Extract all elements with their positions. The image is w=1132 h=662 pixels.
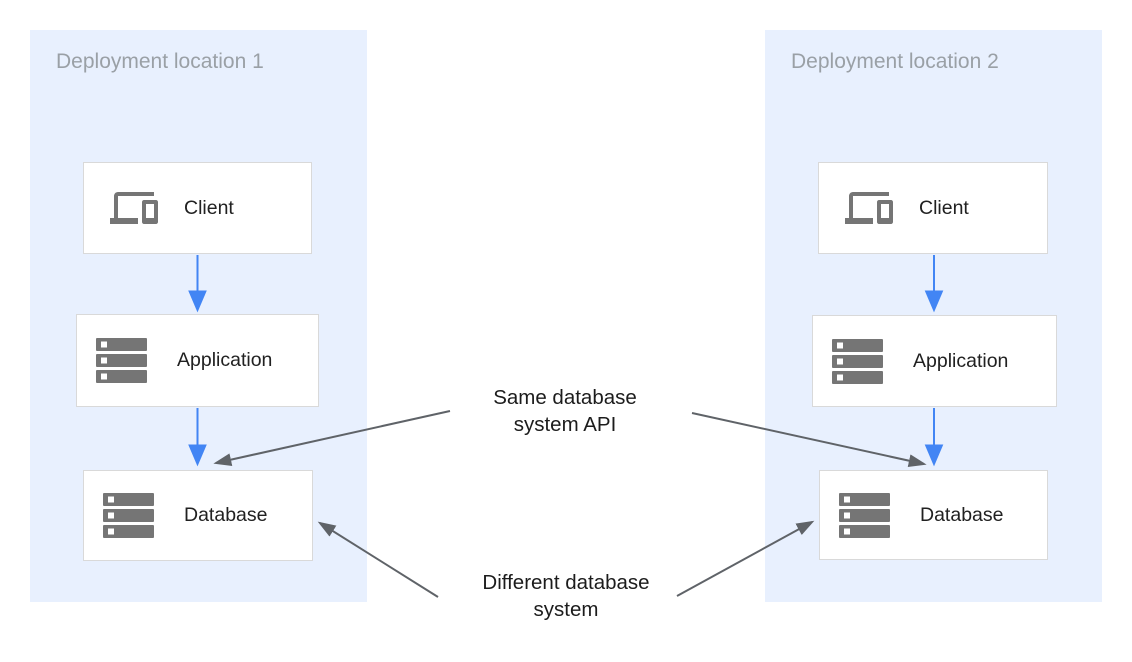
node-label: Database	[184, 504, 268, 526]
annotation-text-line: system	[533, 598, 599, 621]
panel-title-1: Deployment location 1	[56, 50, 264, 73]
node-label: Database	[920, 503, 1004, 526]
server-stack-icon	[839, 492, 903, 538]
devices-icon	[838, 184, 902, 232]
panel-title-2: Deployment location 2	[791, 50, 999, 73]
node-database-2: Database	[819, 470, 1048, 560]
devices-icon	[103, 184, 167, 232]
node-client-1: Client	[83, 162, 312, 254]
node-application-1: Application	[76, 314, 319, 407]
annotation-different-database-system: Different database system	[446, 569, 686, 623]
node-label: Client	[184, 196, 234, 219]
node-label: Application	[913, 349, 1009, 372]
annotation-text-line: Same database	[493, 386, 637, 409]
server-stack-icon	[96, 338, 160, 383]
server-stack-icon	[832, 338, 896, 384]
server-stack-icon	[103, 493, 167, 538]
annotation-text-line: system API	[513, 413, 617, 436]
node-label: Application	[177, 349, 273, 371]
node-application-2: Application	[812, 315, 1057, 407]
node-label: Client	[919, 196, 969, 219]
node-client-2: Client	[818, 162, 1048, 254]
annotation-text-line: Different database	[482, 571, 650, 594]
annotation-same-database-api: Same database system API	[450, 384, 680, 438]
node-database-1: Database	[83, 470, 313, 561]
